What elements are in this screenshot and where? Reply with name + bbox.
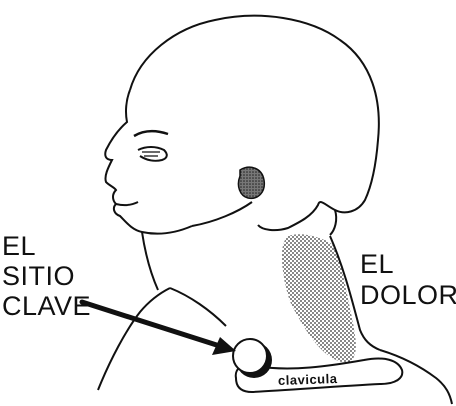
key-site-label-line-3: CLAVE <box>2 292 91 321</box>
pain-label-line-1: EL <box>360 250 394 279</box>
clavicle-label: clavicula <box>278 371 338 388</box>
pain-area <box>282 234 356 362</box>
key-site-label-line-1: EL <box>2 232 36 261</box>
chest-line <box>98 288 170 390</box>
throat-line <box>142 232 158 290</box>
pointer-arrow-shaft <box>82 302 226 348</box>
ear <box>238 167 264 198</box>
hair-back-curl <box>330 210 336 235</box>
mouth <box>116 202 138 205</box>
eyelid-lines <box>142 152 160 156</box>
pain-label-line-2: DOLOR <box>360 281 456 310</box>
collar-line <box>170 288 226 326</box>
face-profile <box>105 90 192 234</box>
eyebrow <box>134 131 168 136</box>
key-site-marker <box>233 339 267 373</box>
key-site-label-line-2: SITIO <box>2 262 75 291</box>
eye <box>138 147 167 161</box>
jaw-line <box>192 202 252 226</box>
